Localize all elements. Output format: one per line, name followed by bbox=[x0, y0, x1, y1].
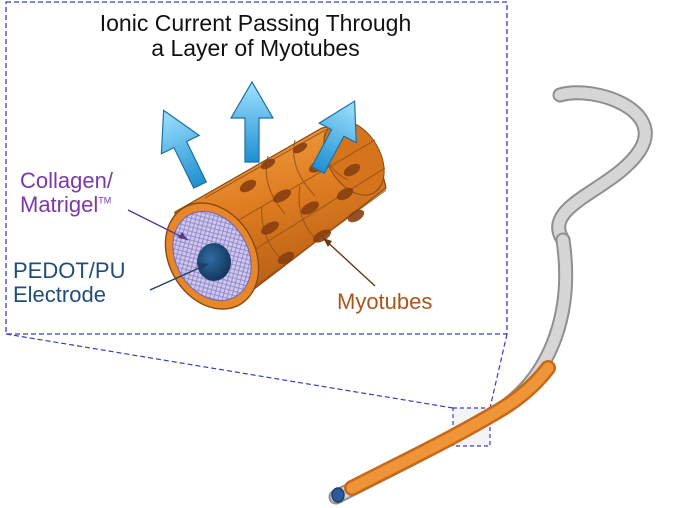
myotube-cylinder bbox=[164, 114, 387, 310]
ionic-current-arrow-icon bbox=[311, 100, 357, 175]
ionic-current-arrow-icon bbox=[160, 109, 208, 189]
electrode-label-line-1: PEDOT/PU bbox=[13, 258, 126, 283]
wire-tip-electrode bbox=[331, 487, 345, 503]
myotubes-label: Myotubes bbox=[337, 289, 433, 314]
wire bbox=[328, 85, 653, 505]
title-line-1: Ionic Current Passing Through bbox=[99, 10, 412, 36]
collagen-label-line-2: MatrigelTM bbox=[20, 191, 113, 217]
collagen-label-line-1: Collagen/ bbox=[20, 168, 113, 193]
matrigel-text: Matrigel bbox=[20, 191, 99, 217]
electrode-label: PEDOT/PU Electrode bbox=[13, 259, 125, 307]
ionic-current-arrows bbox=[160, 80, 357, 189]
title-line-2: a Layer of Myotubes bbox=[151, 34, 360, 61]
electrode-core-icon bbox=[197, 243, 231, 281]
label-pointers bbox=[127, 209, 376, 291]
trademark-mark: TM bbox=[98, 195, 112, 206]
ionic-current-arrow-icon bbox=[229, 80, 275, 163]
collagen-matrigel-label: Collagen/ MatrigelTM bbox=[20, 169, 113, 217]
electrode-label-line-2: Electrode bbox=[13, 281, 106, 307]
figure-title: Ionic Current Passing Through a Layer of… bbox=[28, 11, 483, 61]
